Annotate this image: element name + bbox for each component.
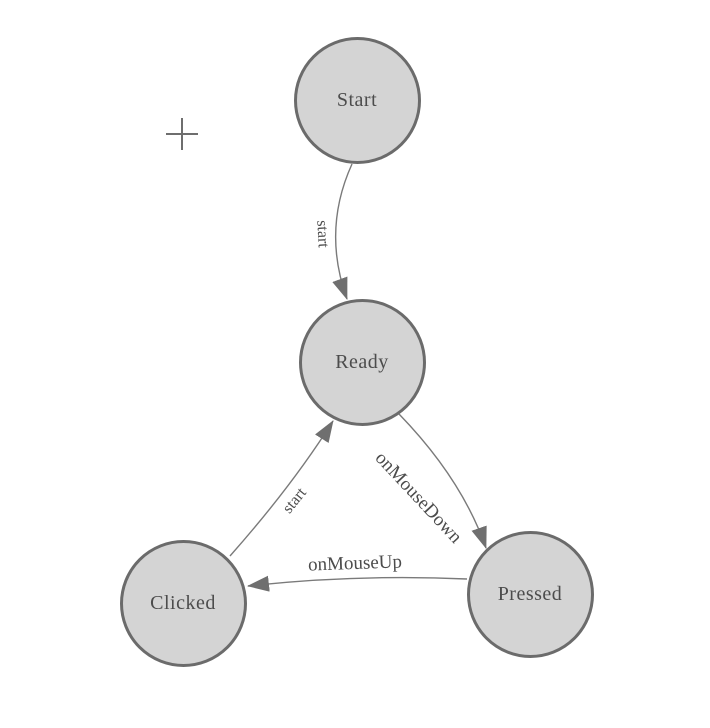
state-node-pressed[interactable]: Pressed bbox=[466, 530, 594, 658]
origin-crosshair-icon bbox=[166, 118, 198, 150]
state-node-clicked-label: Clicked bbox=[150, 591, 216, 614]
edge-label-start-to-ready: start bbox=[313, 219, 332, 249]
state-node-pressed-label: Pressed bbox=[497, 582, 563, 605]
edge-label-pressed-to-clicked: onMouseUp bbox=[307, 551, 403, 576]
state-node-ready[interactable]: Ready bbox=[298, 298, 426, 426]
edge-clicked-to-ready[interactable] bbox=[229, 420, 334, 557]
state-node-ready-label: Ready bbox=[335, 350, 389, 373]
state-node-clicked[interactable]: Clicked bbox=[119, 539, 247, 667]
state-node-start-label: Start bbox=[336, 88, 378, 111]
state-node-start[interactable]: Start bbox=[293, 36, 421, 164]
edge-pressed-to-clicked[interactable] bbox=[247, 575, 468, 592]
edge-ready-to-pressed[interactable] bbox=[398, 413, 487, 549]
edge-start-to-ready[interactable] bbox=[332, 163, 353, 300]
